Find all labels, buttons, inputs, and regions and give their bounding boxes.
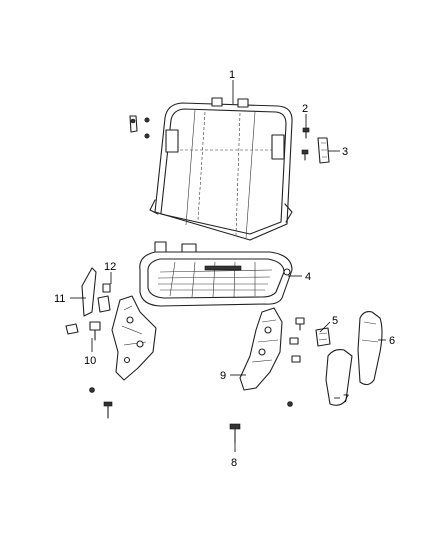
callout-9: 9 — [220, 370, 226, 382]
cover-panel-icon — [325, 349, 353, 406]
callout-labels: 1 2 3 4 5 6 7 8 9 10 11 12 — [54, 69, 395, 469]
callout-3: 3 — [342, 146, 348, 158]
latch-bracket-icon — [317, 137, 330, 164]
fastener-group-icon — [287, 317, 305, 407]
screw-icon — [301, 127, 310, 161]
bolt-set-icon — [65, 321, 113, 419]
bolt-icon — [229, 423, 241, 443]
side-shield-icon — [357, 311, 383, 386]
right-hinge-icon — [239, 307, 283, 391]
callout-4: 4 — [305, 271, 311, 283]
callout-10: 10 — [84, 355, 96, 367]
hinge-icon — [111, 295, 157, 381]
callout-12: 12 — [104, 261, 116, 273]
seat-cushion-frame-icon — [139, 241, 293, 307]
cover-icon — [81, 267, 97, 317]
callout-8: 8 — [231, 457, 237, 469]
leader-lines — [70, 80, 386, 452]
seat-back-frame-icon — [149, 97, 293, 241]
callout-6: 6 — [389, 335, 395, 347]
callout-2: 2 — [302, 103, 308, 115]
callout-5: 5 — [332, 315, 338, 327]
bracket-icon — [315, 327, 331, 347]
bushing-icon — [97, 283, 111, 313]
callout-1: 1 — [229, 69, 235, 81]
latch-clip-icon — [129, 115, 150, 139]
callout-11: 11 — [54, 293, 65, 305]
callout-7: 7 — [343, 393, 349, 405]
